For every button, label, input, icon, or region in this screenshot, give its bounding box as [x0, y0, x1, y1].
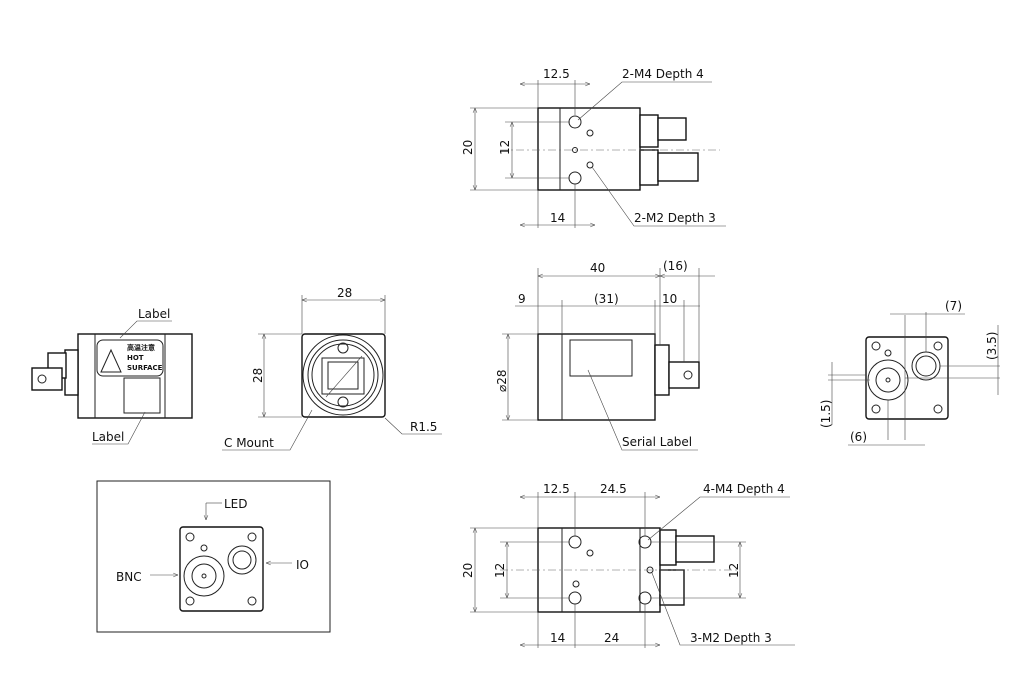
bottom-dim-12-left: 12 — [493, 563, 507, 578]
diameter: ⌀28 — [495, 370, 509, 393]
top-view: 12.5 2-M4 Depth 4 20 12 14 2-M2 Depth 3 — [461, 67, 726, 228]
front-width: 28 — [337, 286, 352, 300]
bottom-dim-24-5: 24.5 — [600, 482, 627, 496]
warning-jp: 高温注意 — [127, 343, 155, 352]
bottom-view: 12.5 24.5 4-M4 Depth 4 20 12 12 14 24 3-… — [461, 482, 795, 648]
dim-20: 20 — [461, 140, 475, 155]
side-view: 40 (16) 9 (31) 10 ⌀28 Serial Label — [495, 259, 715, 451]
front-view: 28 28 C Mount R1.5 — [222, 286, 442, 451]
dim-14: 14 — [550, 211, 565, 225]
connector-length: (16) — [663, 259, 688, 273]
radius: R1.5 — [410, 420, 437, 434]
rear-panel-detail: LED BNC IO — [96, 480, 331, 633]
dim-12: 12 — [498, 140, 512, 155]
label-bottom: Label — [92, 430, 124, 444]
dim-1-5: (1.5) — [819, 400, 833, 428]
warning-surface: SURFACE — [127, 364, 163, 372]
bottom-dim-24: 24 — [604, 631, 619, 645]
bottom-m4-note: 4-M4 Depth 4 — [703, 482, 785, 496]
m4-note: 2-M4 Depth 4 — [622, 67, 704, 81]
side-length: 40 — [590, 261, 605, 275]
serial-label: Serial Label — [622, 435, 692, 449]
front-length: 9 — [518, 292, 526, 306]
bottom-dim-12-right: 12 — [727, 563, 741, 578]
rear-length: 10 — [662, 292, 677, 306]
c-mount: C Mount — [224, 436, 274, 450]
warning-hot: HOT — [127, 354, 144, 362]
m2-note: 2-M2 Depth 3 — [634, 211, 716, 225]
front-height: 28 — [251, 368, 265, 383]
rear-view: (7) (3.5) (1.5) (6) — [819, 299, 1000, 446]
dim-12-5: 12.5 — [543, 67, 570, 81]
bottom-dim-14: 14 — [550, 631, 565, 645]
bottom-m2-note: 3-M2 Depth 3 — [690, 631, 772, 645]
dim-6: (6) — [850, 430, 867, 444]
label-top: Label — [138, 307, 170, 321]
io-label: IO — [296, 558, 309, 572]
dim-3-5: (3.5) — [985, 332, 999, 360]
bnc-label: BNC — [116, 570, 142, 584]
middle-length: (31) — [594, 292, 619, 306]
dim-7: (7) — [945, 299, 962, 313]
led-label: LED — [224, 497, 248, 511]
bottom-dim-20: 20 — [461, 563, 475, 578]
left-side-view: 高温注意 HOT SURFACE Label Label — [31, 307, 193, 445]
bottom-dim-12-5: 12.5 — [543, 482, 570, 496]
